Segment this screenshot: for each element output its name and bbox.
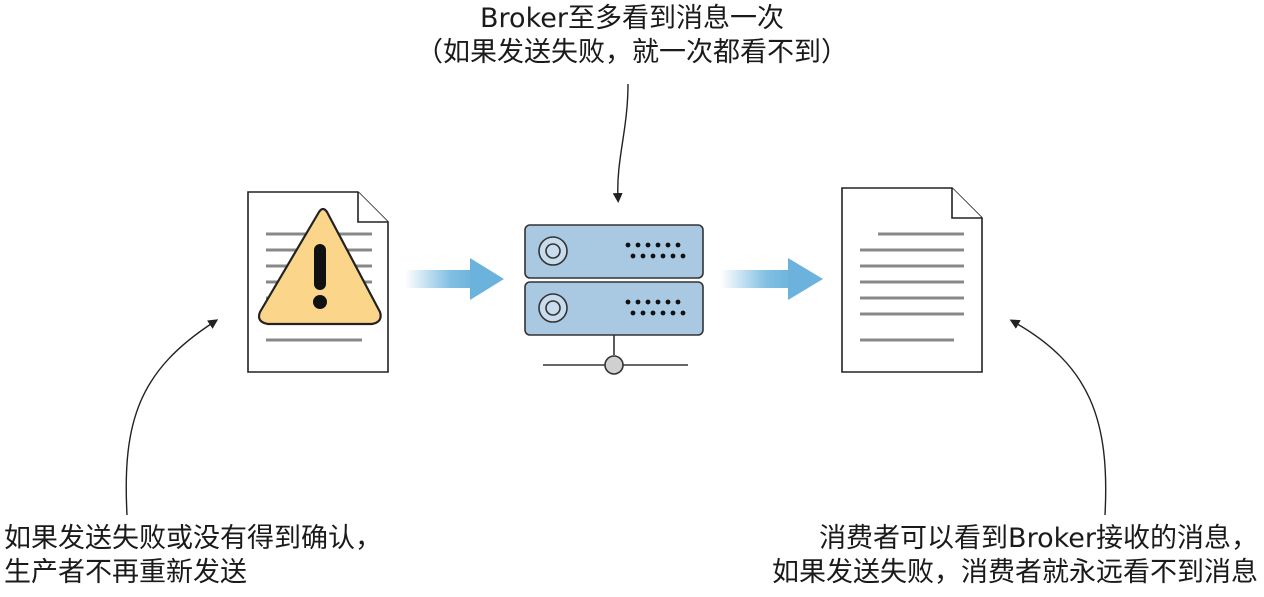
producer-annotation-line2: 生产者不再重新发送	[4, 557, 247, 588]
consumer-annotation-line2: 如果发送失败，消费者就永远看不到消息	[772, 557, 1258, 588]
top-callout-arrow	[612, 83, 629, 203]
broker-annotation-line1: Broker至多看到消息一次	[480, 3, 784, 34]
consumer-annotation: 消费者可以看到Broker接收的消息， 如果发送失败，消费者就永远看不到消息	[772, 522, 1258, 590]
flow-arrow-to-consumer	[720, 258, 823, 300]
consumer-annotation-line1: 消费者可以看到Broker接收的消息，	[819, 523, 1258, 554]
producer-annotation-line1: 如果发送失败或没有得到确认，	[4, 523, 382, 554]
server-icon	[524, 224, 704, 375]
flow-arrow-to-broker	[405, 258, 504, 300]
document-icon	[841, 187, 983, 373]
broker-annotation: Broker至多看到消息一次 （如果发送失败，就一次都看不到）	[0, 2, 1264, 70]
left-callout-arrow	[125, 319, 219, 516]
right-callout-arrow	[1009, 319, 1107, 516]
broker-annotation-line2: （如果发送失败，就一次都看不到）	[416, 37, 848, 68]
producer-annotation: 如果发送失败或没有得到确认， 生产者不再重新发送	[4, 522, 382, 590]
document-warning-icon	[247, 191, 389, 373]
